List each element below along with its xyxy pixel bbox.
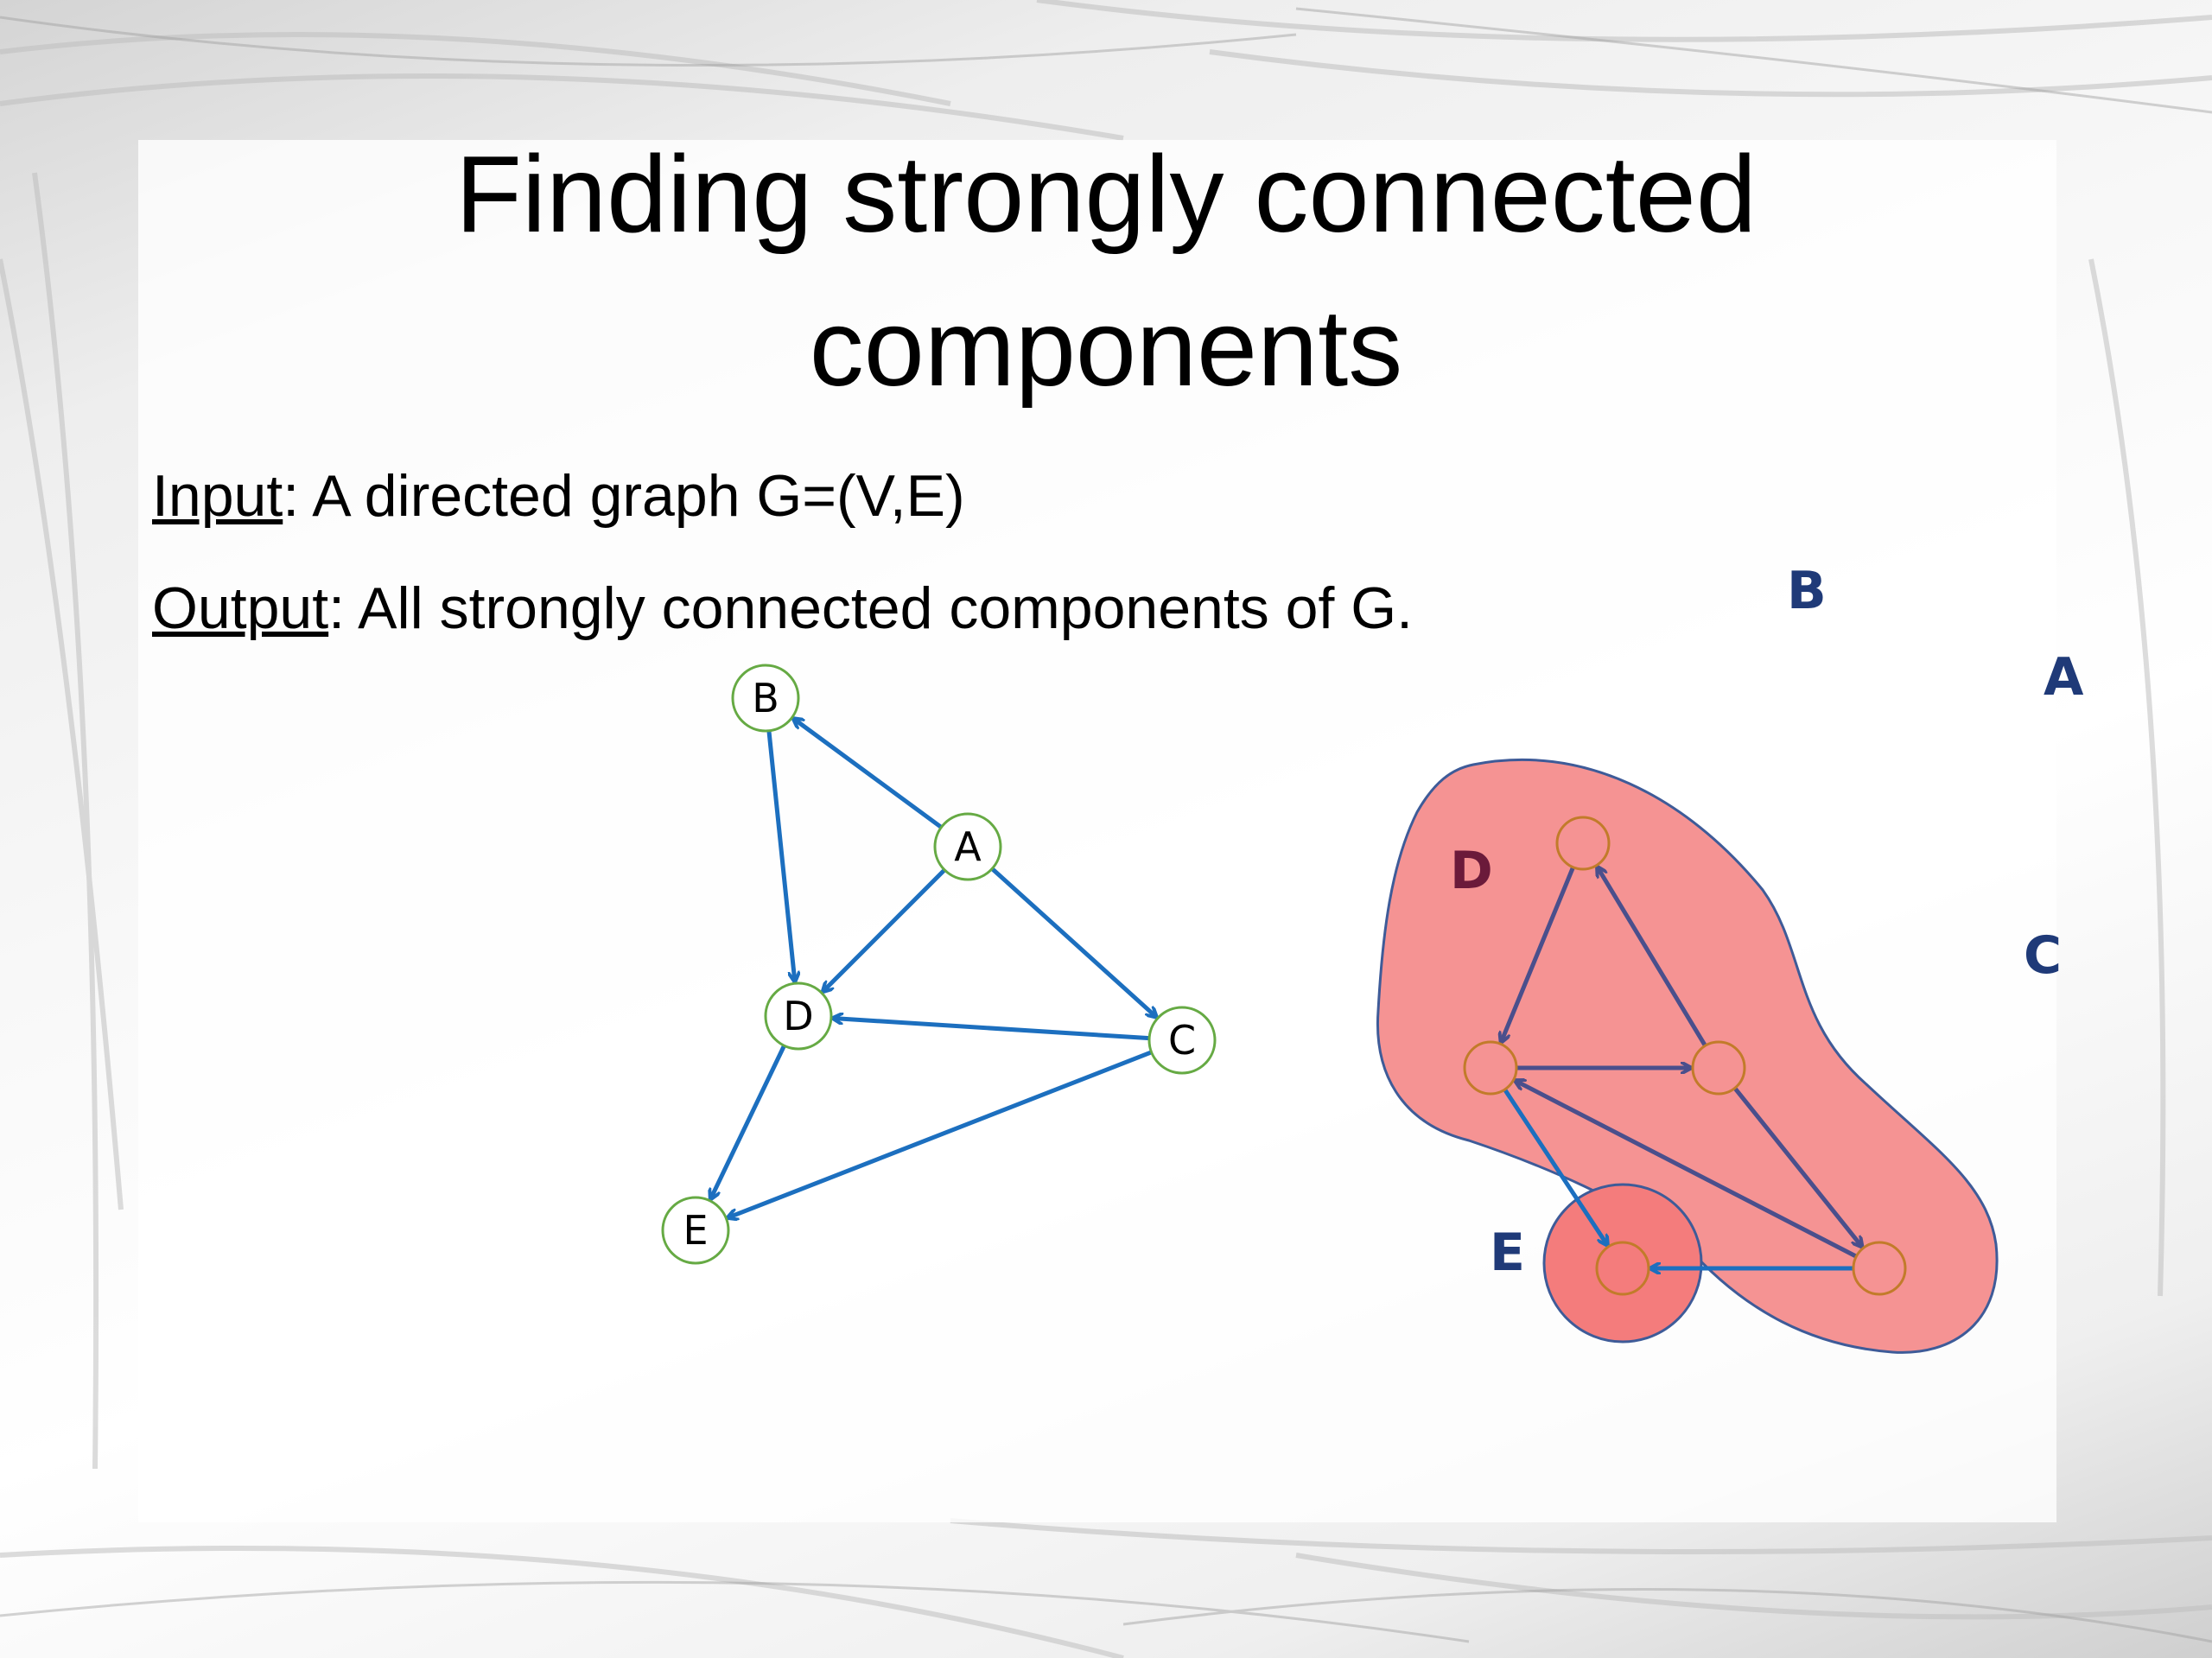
edge-a-b bbox=[793, 719, 943, 829]
graph-node-label: C bbox=[1168, 1017, 1196, 1064]
input-key: Input bbox=[152, 463, 283, 529]
graph-node-c: C bbox=[1147, 1006, 1217, 1075]
output-statement: Output: All strongly connected component… bbox=[152, 579, 1413, 638]
graph-node-label: E bbox=[683, 1207, 708, 1254]
scc-label-a: A bbox=[2044, 647, 2084, 708]
edge-a-d bbox=[823, 868, 946, 992]
graph-node-label: A bbox=[954, 823, 982, 870]
scc-edge bbox=[1598, 867, 1707, 1047]
directed-graph: A B C D E bbox=[661, 664, 1217, 1265]
graph-node-b: B bbox=[731, 664, 800, 733]
scc-node bbox=[1595, 1241, 1650, 1296]
output-description: : All strongly connected components of G… bbox=[328, 575, 1414, 641]
scc-label-b: B bbox=[1787, 561, 1827, 621]
scc-label-c: C bbox=[2024, 925, 2063, 986]
scc-edge bbox=[1515, 1081, 1858, 1259]
scc-edge bbox=[1732, 1086, 1862, 1247]
scc-node bbox=[1852, 1241, 1907, 1296]
scc-edge bbox=[1501, 866, 1575, 1043]
edge-a-c bbox=[990, 867, 1156, 1017]
edge-d-e bbox=[710, 1045, 786, 1199]
scc-label-e: E bbox=[1490, 1223, 1525, 1283]
graph-node-a: A bbox=[933, 812, 1002, 881]
graph-node-d: D bbox=[764, 981, 833, 1051]
input-description: : A directed graph G=(V,E) bbox=[283, 463, 965, 529]
scc-node bbox=[1691, 1040, 1746, 1096]
scc-edge bbox=[1503, 1088, 1608, 1245]
scc-node bbox=[1555, 816, 1611, 871]
input-statement: Input: A directed graph G=(V,E) bbox=[152, 467, 965, 525]
component-d-region bbox=[1376, 758, 1999, 1354]
slide-title-line-2: components bbox=[809, 287, 1403, 409]
scc-node bbox=[1463, 1040, 1518, 1096]
slide-title-line-1: Finding strongly connected bbox=[455, 133, 1757, 255]
edge-b-d bbox=[766, 730, 795, 981]
component-e-region bbox=[1542, 1183, 1703, 1344]
graph-node-label: B bbox=[752, 675, 779, 721]
edge-c-d bbox=[833, 1019, 1150, 1041]
scc-label-d: D bbox=[1450, 841, 1493, 901]
graph-node-e: E bbox=[661, 1196, 730, 1265]
output-key: Output bbox=[152, 575, 329, 641]
scc-diagram bbox=[1376, 758, 1999, 1354]
graph-node-label: D bbox=[783, 993, 813, 1039]
edge-c-e bbox=[728, 1050, 1153, 1218]
